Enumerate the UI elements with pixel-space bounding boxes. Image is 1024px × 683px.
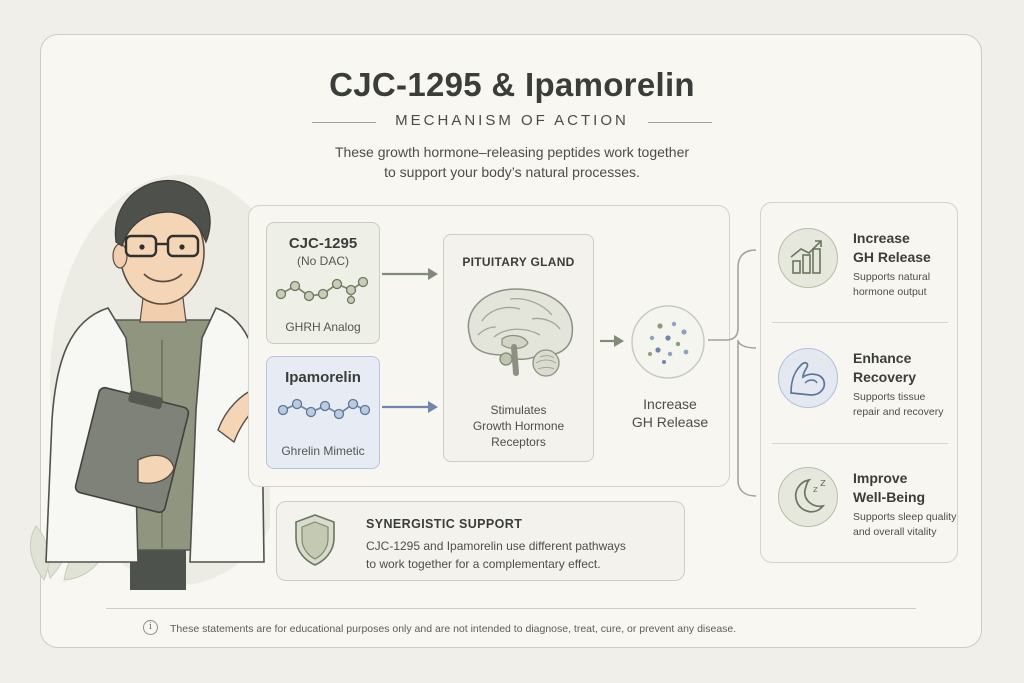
molecule-icon (275, 276, 369, 305)
pituitary-description: Stimulates Growth Hormone Receptors (472, 403, 565, 449)
page-title: CJC-1295 & Ipamorelin (329, 66, 695, 103)
gh-release-label: Increase GH Release (631, 396, 709, 430)
synergy-description: CJC-1295 and Ipamorelin use different pa… (366, 539, 626, 571)
svg-text:z: z (820, 476, 826, 489)
peptide-detail: (No DAC) (296, 254, 349, 268)
peptide-card-ipamorelin: Ipamorelin Ghrelin Mimetic (266, 356, 380, 469)
peptide-role: Ghrelin Mimetic (281, 444, 365, 458)
page-subtitle: MECHANISM OF ACTION (395, 112, 629, 129)
flexed-arm-icon (790, 361, 826, 396)
benefit-title: Increase GH Release (853, 230, 931, 265)
benefit-description: Supports sleep quality and overall vital… (853, 511, 957, 538)
bar-chart-icon (790, 240, 822, 274)
flow-arrows (382, 268, 438, 413)
subtitle-rule-right (648, 122, 712, 123)
benefit-description: Supports tissue repair and recovery (853, 391, 944, 418)
brain-icon (467, 288, 573, 377)
peptide-role: GHRH Analog (285, 320, 361, 334)
synergy-title: SYNERGISTIC SUPPORT (366, 517, 523, 531)
pituitary-gland-card: PITUITARY GLAND Stimulates Growth Hormon… (443, 234, 594, 462)
disclaimer-text: These statements are for educational pur… (170, 623, 737, 635)
benefit-title: Improve Well-Being (853, 470, 926, 505)
moon-sleep-icon: z z (794, 476, 826, 513)
glasses-icon (124, 234, 200, 258)
benefit-divider (772, 443, 948, 444)
subtitle-rule-left (312, 122, 376, 123)
benefit-icon-circle (778, 228, 838, 288)
peptide-name: CJC-1295 (288, 235, 358, 252)
doctor-hair (114, 180, 211, 247)
footer-rule (106, 608, 916, 609)
benefit-divider (772, 322, 948, 323)
benefit-icon-circle (778, 348, 838, 408)
benefit-title: Enhance Recovery (853, 350, 917, 385)
peptide-card-cjc1295: CJC-1295 (No DAC) GHRH Analog (266, 222, 380, 344)
benefit-description: Supports natural hormone output (853, 271, 931, 298)
synergistic-support-card (276, 501, 685, 581)
gh-release-particles-icon (631, 305, 705, 379)
svg-text:z: z (813, 485, 818, 495)
shield-icon (295, 514, 335, 566)
intro-text: These growth hormone–releasing peptides … (334, 144, 690, 180)
pituitary-title: PITUITARY GLAND (462, 255, 575, 269)
info-icon: i (143, 620, 158, 635)
benefits-bracket (708, 249, 757, 497)
doctor-illustration (30, 175, 270, 590)
molecule-icon (277, 398, 371, 420)
benefit-icon-circle: z z (778, 467, 838, 527)
arrow-pituitary-to-gh (600, 335, 624, 347)
peptide-name: Ipamorelin (285, 369, 361, 386)
